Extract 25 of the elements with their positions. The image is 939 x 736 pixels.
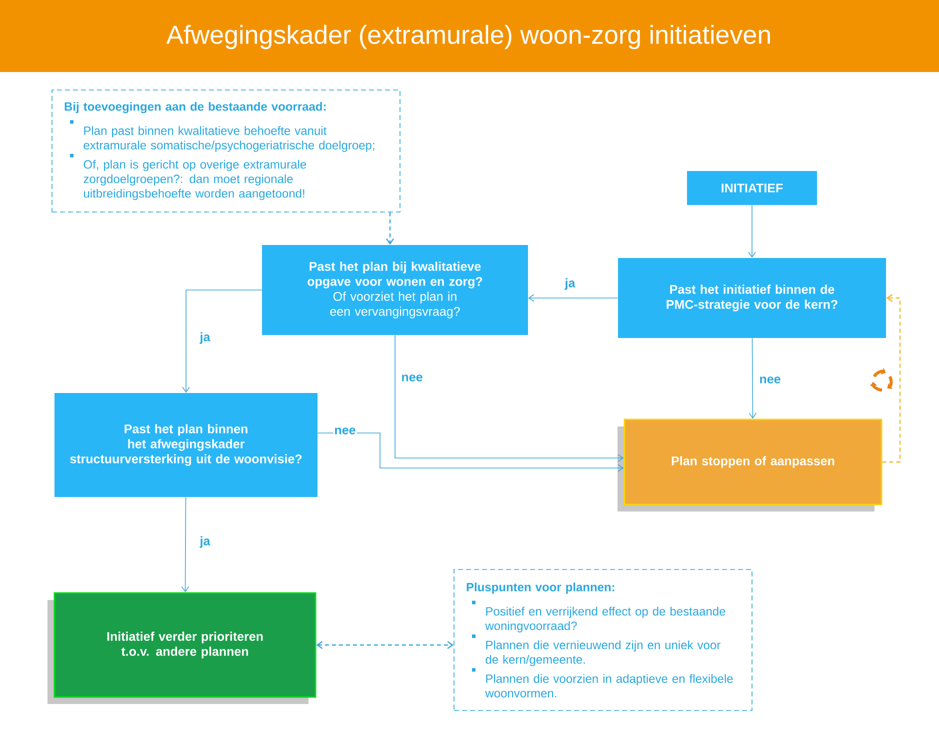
arrow xyxy=(317,432,624,472)
arrow xyxy=(182,290,262,393)
question-box: Past het initiatief binnen de PMC-strategie voor de kern? xyxy=(618,258,886,338)
edge-label: ja xyxy=(198,331,212,345)
edge-label: ja xyxy=(198,535,212,549)
question-box: Past het plan bij kwalitatieve opgave voor wonen en zorg? Of voorziet het plan in een vervangingsvraag? xyxy=(262,245,528,335)
arrow xyxy=(316,641,454,649)
title-banner: Afwegingskader (extramurale) woon-zorg initiatieven xyxy=(0,0,939,72)
edge-label: nee xyxy=(400,374,424,382)
arrow xyxy=(394,334,624,462)
question-box: Past het plan binnen het afwegingskader structuurversterking uit de woonvisie? xyxy=(54,393,318,497)
arrow xyxy=(882,294,901,463)
edge-label: nee xyxy=(333,426,357,436)
arrow xyxy=(386,212,394,245)
edge-label: nee xyxy=(758,376,782,384)
question-box: INITIATIEF xyxy=(687,171,817,205)
note-box: Bij toevoegingen aan de bestaande voorraad: Plan past binnen kwalitatieve behoefte vanuit extramurale somatische/psychogeriatrische doelgroep; Of, plan is gericht op overige extramurale zorgdoelgroepen?: dan moet regionale uitbreidingsbehoefte worden aangetoond! xyxy=(52,90,400,212)
edge-label: ja xyxy=(564,277,576,291)
arrow xyxy=(748,338,757,419)
stop-box: Plan stoppen of aanpassen xyxy=(618,418,882,512)
result-box: Initiatief verder prioriteren t.o.v. andere plannen xyxy=(48,592,316,704)
arrow xyxy=(181,496,190,592)
arrow xyxy=(748,204,756,258)
arrow xyxy=(528,294,618,302)
note-box: Pluspunten voor plannen: Positief en verrijkend effect op de bestaande woningvoorraad? Plannen die vernieuwend zijn en uniek voor de kern/gemeente. Plannen die voorzien in adaptieve en flexibele woonvormen. xyxy=(454,569,752,711)
